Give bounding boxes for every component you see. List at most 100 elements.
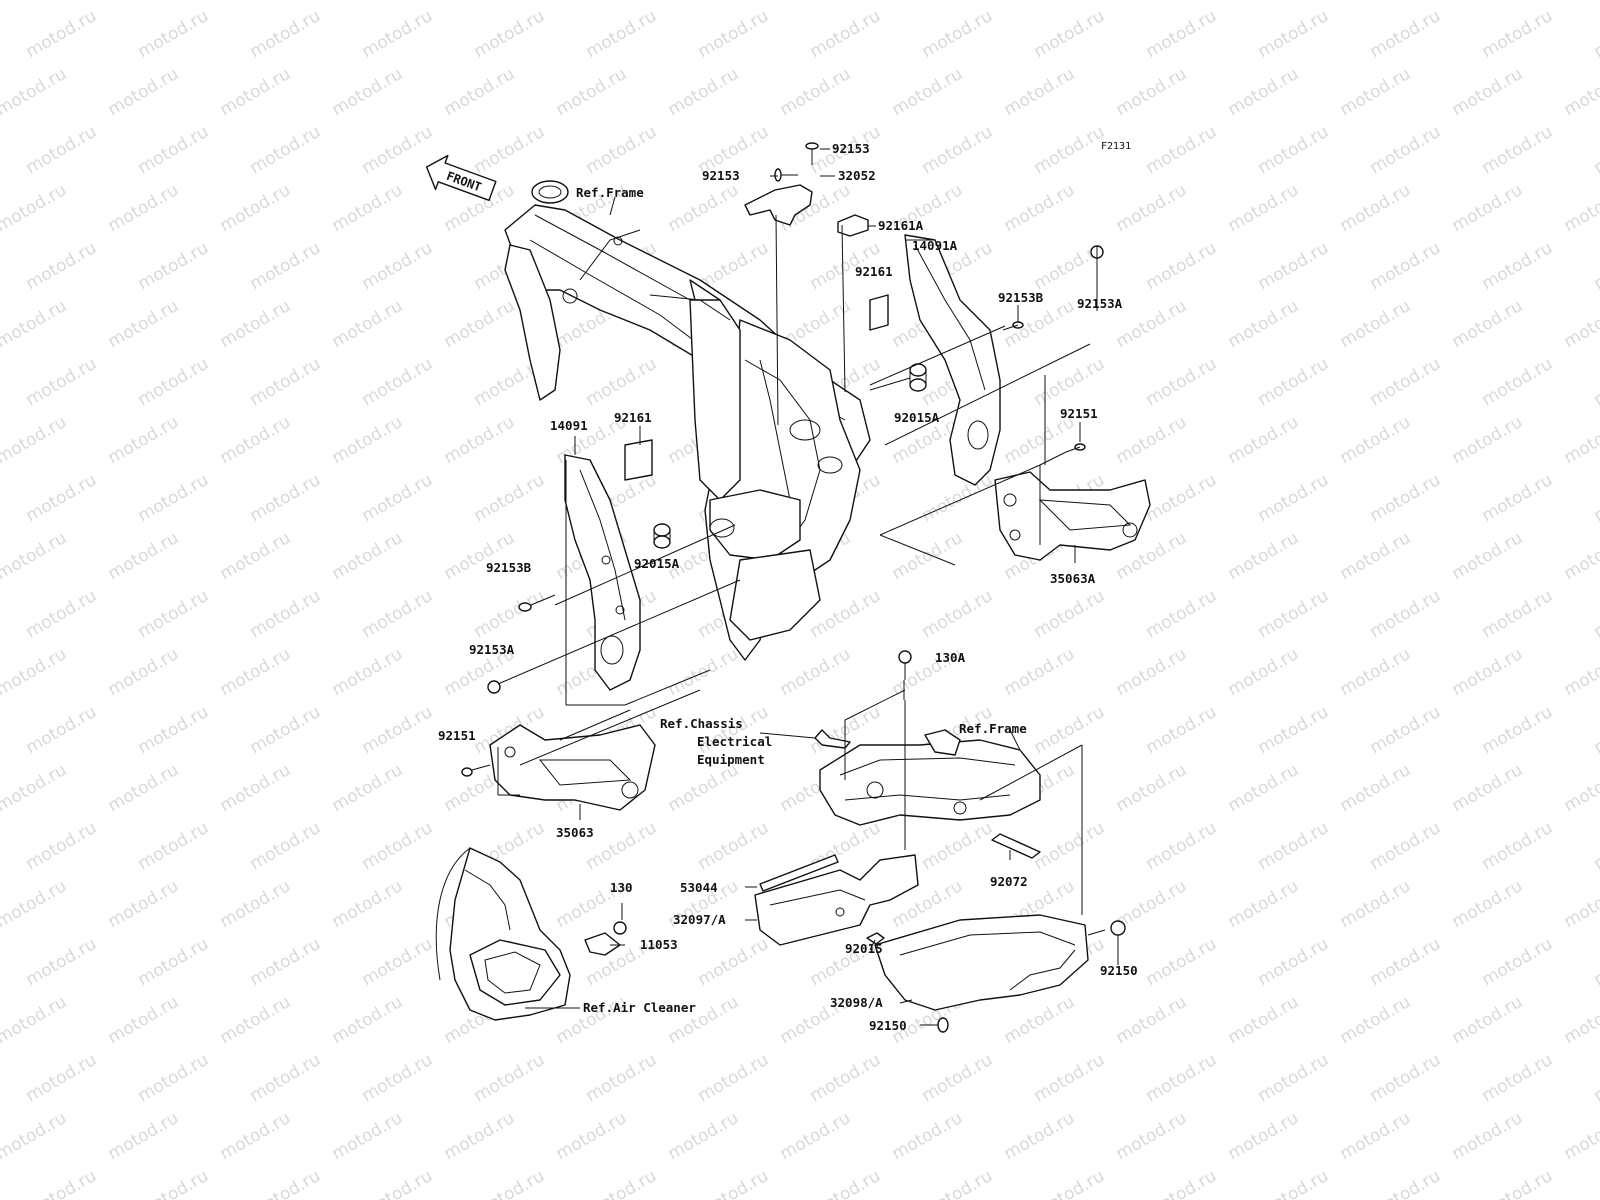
watermark-text: motod.ru (105, 296, 183, 352)
label-32098A: 32098/A (830, 995, 883, 1010)
watermark-text: motod.ru (1143, 238, 1221, 294)
watermark-text: motod.ru (1561, 528, 1600, 584)
watermark-text: motod.ru (0, 1108, 70, 1164)
watermark-text: motod.ru (1113, 760, 1191, 816)
watermark-text: motod.ru (1225, 876, 1303, 932)
watermark-text: motod.ru (1449, 876, 1527, 932)
watermark-text: motod.ru (1031, 702, 1109, 758)
watermark-text: motod.ru (1337, 992, 1415, 1048)
watermark-text: motod.ru (695, 1166, 773, 1200)
watermark-text: motod.ru (1337, 876, 1415, 932)
label-92015A-right: 92015A (894, 410, 940, 425)
clamp-11053 (584, 932, 621, 956)
watermark-text: motod.ru (471, 1050, 549, 1106)
footrest-bracket-35063A (994, 471, 1151, 561)
watermark-text: motod.ru (23, 122, 101, 178)
watermark-text: motod.ru (247, 1166, 325, 1200)
watermark-text: motod.ru (1255, 586, 1333, 642)
watermark-text: motod.ru (359, 122, 437, 178)
watermark-text: motod.ru (1255, 1050, 1333, 1106)
watermark-text: motod.ru (0, 180, 70, 236)
label-92150-bottom: 92150 (869, 1018, 907, 1033)
watermark-text: motod.ru (247, 6, 325, 62)
watermark-text: motod.ru (1255, 702, 1333, 758)
watermark-text: motod.ru (23, 1050, 101, 1106)
watermark-text: motod.ru (1255, 238, 1333, 294)
pad-92161-right (869, 294, 889, 331)
watermark-text: motod.ru (1479, 1166, 1557, 1200)
watermark-text: motod.ru (23, 702, 101, 758)
label-11053: 11053 (640, 937, 678, 952)
watermark-text: motod.ru (777, 64, 855, 120)
watermark-text: motod.ru (135, 702, 213, 758)
bolt-92151-left (461, 764, 491, 777)
watermark-text: motod.ru (1561, 876, 1600, 932)
pad-92161-left (624, 439, 653, 481)
watermark-text: motod.ru (1449, 64, 1527, 120)
watermark-text: motod.ru (23, 238, 101, 294)
watermark-text: motod.ru (1337, 64, 1415, 120)
watermark-text: motod.ru (1113, 0, 1191, 4)
watermark-text: motod.ru (359, 470, 437, 526)
watermark-text: motod.ru (777, 644, 855, 700)
watermark-text: motod.ru (1449, 528, 1527, 584)
watermark-text: motod.ru (1449, 1108, 1527, 1164)
watermark-text: motod.ru (247, 1050, 325, 1106)
bolt-92153B-left (518, 594, 556, 612)
watermark-text: motod.ru (441, 0, 519, 4)
watermark-text: motod.ru (919, 122, 997, 178)
watermark-text: motod.ru (583, 122, 661, 178)
watermark-text: motod.ru (919, 470, 997, 526)
watermark-text: motod.ru (1367, 470, 1445, 526)
collar-92015A-left (653, 523, 671, 549)
watermark-text: motod.ru (889, 64, 967, 120)
watermark-text: motod.ru (1591, 1166, 1600, 1200)
watermark-text: motod.ru (777, 1108, 855, 1164)
bolt-130 (613, 921, 627, 935)
watermark-text: motod.ru (889, 0, 967, 4)
watermark-text: motod.ru (1031, 586, 1109, 642)
watermark-text: motod.ru (135, 354, 213, 410)
watermark-text: motod.ru (329, 760, 407, 816)
watermark-text: motod.ru (1561, 64, 1600, 120)
watermark-text: motod.ru (1113, 1108, 1191, 1164)
watermark-text: motod.ru (105, 644, 183, 700)
watermark-text: motod.ru (919, 6, 997, 62)
watermark-text: motod.ru (0, 412, 70, 468)
watermark-text: motod.ru (329, 0, 407, 4)
watermark-text: motod.ru (1479, 818, 1557, 874)
watermark-text: motod.ru (1591, 934, 1600, 990)
watermark-text: motod.ru (135, 122, 213, 178)
watermark-text: motod.ru (1031, 1050, 1109, 1106)
watermark-text: motod.ru (919, 1166, 997, 1200)
watermark-text: motod.ru (217, 760, 295, 816)
watermark-text: motod.ru (329, 528, 407, 584)
main-frame (504, 180, 871, 661)
label-92153B-right: 92153B (998, 290, 1044, 305)
watermark-text: motod.ru (1591, 1050, 1600, 1106)
watermark-text: motod.ru (1031, 818, 1109, 874)
watermark-text: motod.ru (1479, 1050, 1557, 1106)
watermark-text: motod.ru (807, 1050, 885, 1106)
watermark-text: motod.ru (1143, 1050, 1221, 1106)
watermark-text: motod.ru (1367, 122, 1445, 178)
watermark-text: motod.ru (471, 586, 549, 642)
watermark-text: motod.ru (247, 818, 325, 874)
watermark-text: motod.ru (1449, 180, 1527, 236)
watermark-text: motod.ru (919, 1050, 997, 1106)
watermark-text: motod.ru (471, 6, 549, 62)
watermark-text: motod.ru (583, 818, 661, 874)
watermark-text: motod.ru (1143, 354, 1221, 410)
label-92153B-left: 92153B (486, 560, 532, 575)
watermark-text: motod.ru (1001, 0, 1079, 4)
watermark-text: motod.ru (1561, 760, 1600, 816)
watermark-text: motod.ru (1113, 644, 1191, 700)
label-92153-left: 92153 (702, 168, 740, 183)
tray-32097A (754, 854, 919, 946)
watermark-text: motod.ru (217, 644, 295, 700)
watermark-text: motod.ru (329, 1108, 407, 1164)
watermark-text: motod.ru (919, 586, 997, 642)
bolt-92150-bottom (920, 1017, 949, 1033)
hose-53044 (759, 854, 839, 892)
label-92161-right: 92161 (855, 264, 893, 279)
